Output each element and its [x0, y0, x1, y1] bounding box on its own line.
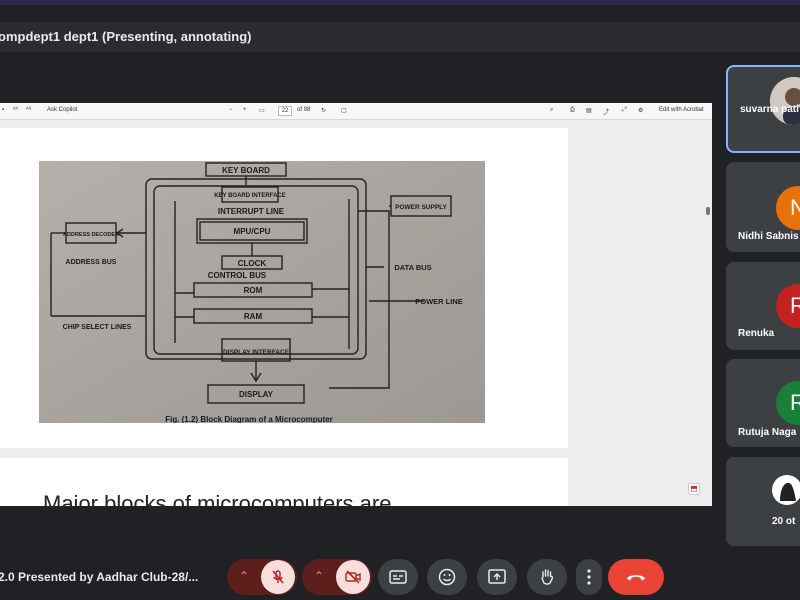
participant-avatar: N: [776, 186, 800, 230]
hand-icon: [541, 569, 554, 585]
others-avatar: [772, 475, 800, 505]
more-vert-icon: [587, 569, 591, 585]
camera-control: ⌃: [302, 559, 372, 595]
pdf-scrollbar[interactable]: [706, 207, 710, 215]
emoji-icon: [438, 568, 456, 586]
camera-off-icon: [345, 570, 361, 584]
rom-label: ROM: [244, 286, 263, 295]
fit-page-icon[interactable]: ▭: [259, 108, 265, 114]
ask-copilot-button[interactable]: Ask Copilot: [47, 107, 78, 113]
zoom-in-button[interactable]: +: [243, 107, 247, 113]
participant-avatar: R: [776, 381, 800, 425]
power-supply-label: POWER SUPPLY: [395, 204, 447, 211]
ram-label: RAM: [244, 312, 263, 321]
participant-tile[interactable]: R Rutuja Naga: [726, 359, 800, 447]
presented-screen[interactable]: ▪ ᴬᴬ ᴬᴬ Ask Copilot − + ▭ 22 of 98 ↻ ▢ ⌕…: [0, 103, 712, 506]
save-icon[interactable]: ▤: [586, 108, 592, 114]
next-page-heading: Major blocks of microcomputers are: [43, 491, 392, 506]
data-bus-label: DATA BUS: [394, 263, 431, 272]
captions-icon: [389, 570, 407, 584]
others-tile[interactable]: 20 ot: [726, 457, 800, 546]
present-screen-button[interactable]: [477, 559, 517, 595]
others-count: 20 ot: [772, 516, 796, 527]
participant-tile[interactable]: R Renuka: [726, 262, 800, 350]
share-icon[interactable]: ⤴: [603, 110, 610, 116]
search-icon[interactable]: ⌕: [550, 107, 554, 113]
edit-with-acrobat-button[interactable]: Edit with Acrobat: [659, 107, 704, 113]
participant-tile[interactable]: suvarna pati: [726, 65, 800, 153]
print-icon[interactable]: ⎙: [570, 107, 575, 113]
participant-name: Nidhi Sabnis: [738, 231, 799, 242]
title-bar: ompdept1 dept1 (Presenting, annotating): [0, 22, 800, 52]
participant-name: Renuka: [738, 328, 775, 339]
font-icon[interactable]: ᴬᴬ: [26, 107, 32, 113]
rotate-icon[interactable]: ↻: [321, 108, 327, 114]
display-interface-label: DISPLAY INTERFACE: [223, 349, 290, 356]
read-aloud-icon[interactable]: ᴬᴬ: [13, 107, 19, 113]
mic-options-chevron-icon[interactable]: ⌃: [239, 569, 250, 583]
leave-call-button[interactable]: [608, 559, 664, 595]
keyboard-interface-label: KEY BOARD INTERFACE: [214, 193, 286, 199]
mic-off-button[interactable]: [261, 560, 295, 594]
page-total: of 98: [297, 107, 311, 113]
captions-button[interactable]: [378, 559, 418, 595]
camera-options-chevron-icon[interactable]: ⌃: [314, 569, 325, 583]
display-label: DISPLAY: [239, 390, 274, 399]
camera-off-button[interactable]: [336, 560, 370, 594]
raise-hand-button[interactable]: [527, 559, 567, 595]
zoom-out-button[interactable]: −: [229, 107, 233, 113]
meeting-title: ompdept1 dept1 (Presenting, annotating): [0, 29, 252, 44]
mic-off-icon: [272, 570, 284, 584]
participant-tile[interactable]: N Nidhi Sabnis: [726, 162, 800, 252]
mic-control: ⌃: [227, 559, 297, 595]
reactions-button[interactable]: [427, 559, 467, 595]
participant-avatar: R: [776, 284, 800, 328]
mpu-cpu-label: MPU/CPU: [234, 227, 271, 236]
page-number-input[interactable]: 22: [278, 106, 292, 116]
participant-name: Rutuja Naga: [738, 427, 797, 438]
page-view-icon[interactable]: ▢: [341, 108, 347, 114]
block-diagram-photo: KEY BOARD KEY BOARD INTERFACE INTERRUPT …: [39, 161, 485, 423]
interrupt-line-label: INTERRUPT LINE: [218, 207, 285, 216]
power-line-label: POWER LINE: [415, 297, 463, 306]
figure-caption: Fig. (1.2) Block Diagram of a Microcompu…: [165, 415, 333, 423]
participant-name: suvarna pati: [740, 104, 799, 115]
sidebar-toggle-icon[interactable]: ▪: [2, 107, 5, 113]
acrobat-icon[interactable]: ⬒: [688, 483, 700, 495]
address-decoder-label: ADDRESS DECODER: [63, 232, 119, 238]
pdf-page: KEY BOARD KEY BOARD INTERFACE INTERRUPT …: [0, 128, 568, 448]
more-options-button[interactable]: [576, 559, 602, 595]
keyboard-label: KEY BOARD: [222, 166, 270, 175]
control-bus-label: CONTROL BUS: [208, 271, 267, 280]
fullscreen-icon[interactable]: ⤢: [622, 107, 627, 113]
clock-label: CLOCK: [238, 259, 267, 268]
settings-icon[interactable]: ⚙: [638, 108, 644, 114]
pdf-toolbar: ▪ ᴬᴬ ᴬᴬ Ask Copilot − + ▭ 22 of 98 ↻ ▢ ⌕…: [0, 103, 712, 120]
hang-up-icon: [627, 575, 645, 581]
presentation-label: 2.0 Presented by Aadhar Club-28/...: [0, 570, 199, 584]
window-top-strip: [0, 0, 800, 5]
present-icon: [488, 569, 506, 584]
pdf-next-page: Major blocks of microcomputers are: [0, 458, 568, 506]
address-bus-label: ADDRESS BUS: [66, 259, 117, 266]
chip-select-lines-label: CHIP SELECT LINES: [63, 324, 132, 331]
participant-photo: [770, 77, 800, 125]
